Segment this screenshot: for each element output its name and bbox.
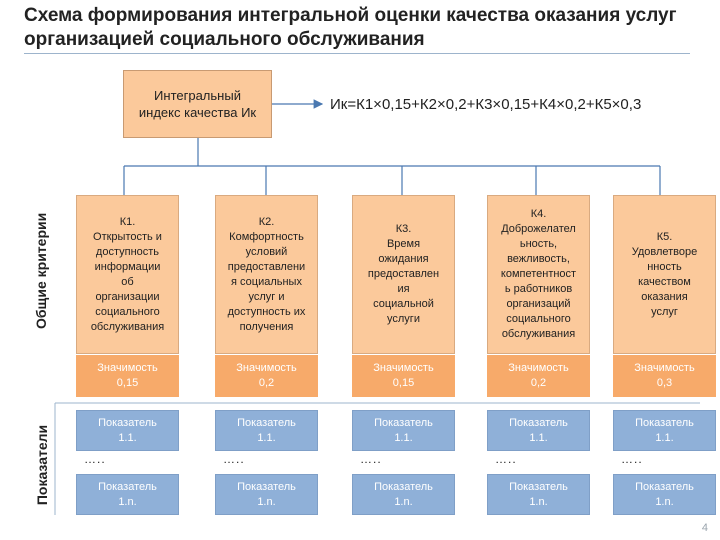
criterion-k3-indicator-last: Показатель 1.n. (352, 474, 455, 515)
title-divider (24, 53, 690, 54)
criterion-k5-ellipsis: ….. (621, 452, 643, 466)
criterion-k2-significance: Значимость 0,2 (215, 355, 318, 397)
criterion-k2-indicator-last: Показатель 1.n. (215, 474, 318, 515)
criterion-k1-ellipsis: ….. (84, 452, 106, 466)
criteria-side-label: Общие критерии (33, 212, 49, 329)
criterion-k5-box: К5. Удовлетворе нность качеством оказани… (613, 195, 716, 354)
criterion-k5-significance: Значимость 0,3 (613, 355, 716, 397)
criterion-k2-ellipsis: ….. (223, 452, 245, 466)
formula-text: Ик=К1×0,15+К2×0,2+К3×0,15+К4×0,2+К5×0,3 (330, 96, 642, 113)
criterion-k1-indicator-first: Показатель 1.1. (76, 410, 179, 451)
criterion-k4-indicator-first: Показатель 1.1. (487, 410, 590, 451)
criterion-k1-significance: Значимость 0,15 (76, 355, 179, 397)
criterion-k5-indicator-last: Показатель 1.n. (613, 474, 716, 515)
criterion-k2-indicator-first: Показатель 1.1. (215, 410, 318, 451)
criterion-k4-significance: Значимость 0,2 (487, 355, 590, 397)
criterion-k2-box: К2. Комфортность условий предоставлени я… (215, 195, 318, 354)
criterion-k5-indicator-first: Показатель 1.1. (613, 410, 716, 451)
criterion-k3-box: К3. Время ожидания предоставлен ия социа… (352, 195, 455, 354)
criterion-k3-indicator-first: Показатель 1.1. (352, 410, 455, 451)
page-title: Схема формирования интегральной оценки к… (24, 5, 677, 50)
criterion-k1-box: К1. Открытость и доступность информации … (76, 195, 179, 354)
criterion-k4-ellipsis: ….. (495, 452, 517, 466)
criterion-k3-ellipsis: ….. (360, 452, 382, 466)
integral-index-box: Интегральный индекс качества Ик (123, 70, 272, 138)
criterion-k4-indicator-last: Показатель 1.n. (487, 474, 590, 515)
criterion-k4-box: К4. Доброжелател ьность, вежливость, ком… (487, 195, 590, 354)
page-number: 4 (701, 522, 708, 534)
criterion-k1-indicator-last: Показатель 1.n. (76, 474, 179, 515)
criterion-k3-significance: Значимость 0,15 (352, 355, 455, 397)
indicators-side-label: Показатели (34, 424, 50, 506)
